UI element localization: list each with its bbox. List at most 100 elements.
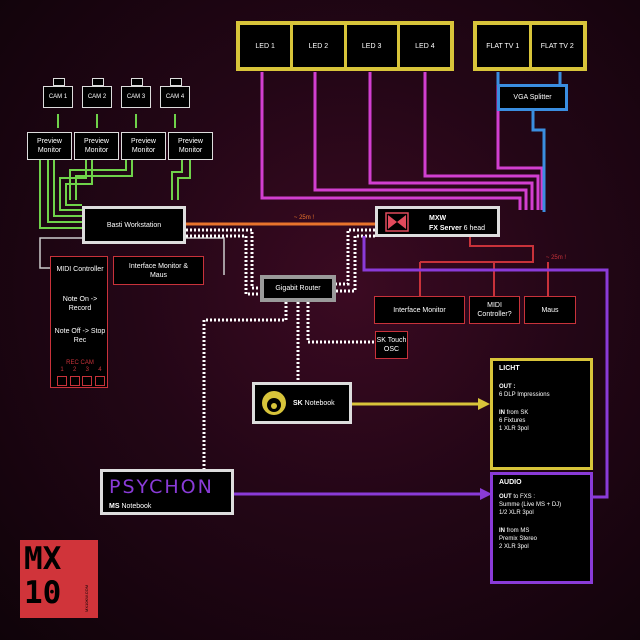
- rec-pad: [57, 376, 67, 386]
- preview-monitor: Preview Monitor: [121, 132, 166, 160]
- audio-title: AUDIO: [499, 479, 522, 486]
- network-cables: [186, 228, 375, 474]
- logo-side-text: MX10KW.COM: [84, 584, 89, 612]
- licht-in-line: 1 XLR 3pol: [499, 426, 529, 432]
- basti-workstation: Basti Workstation: [82, 206, 186, 244]
- pad-number: 4: [98, 367, 102, 373]
- rec-pad: [69, 376, 80, 386]
- fx-server-heads: 6 head: [463, 225, 486, 232]
- midi-title: MIDI Controller: [56, 266, 104, 273]
- led-wall: LED 1 LED 2 LED 3 LED 4: [236, 21, 454, 71]
- led-cables: [260, 72, 540, 210]
- licht-out-label: OUT :: [499, 384, 516, 390]
- led-2-cable: [313, 72, 528, 210]
- flat-tv-group: FLAT TV 1 FLAT TV 2: [473, 21, 587, 71]
- ms-notebook-type: Notebook: [119, 503, 152, 510]
- camera-4: CAM 4: [160, 78, 192, 114]
- led-4-cable: [423, 72, 540, 210]
- led-panel: LED 3: [346, 25, 397, 67]
- licht-out-line: 6 DLP Impressions: [499, 392, 550, 398]
- pad-number: 2: [72, 367, 77, 373]
- midi-controller-right: MIDI Controller?: [469, 296, 520, 324]
- camera-2: CAM 2: [82, 78, 114, 114]
- rec-pad: [94, 376, 105, 386]
- camera-label: CAM 4: [160, 86, 190, 108]
- camera-lens-icon: [92, 78, 104, 86]
- camera-lens-icon: [170, 78, 182, 86]
- sk-notebook-label: SK Notebook: [293, 400, 335, 407]
- licht-in-line-header: IN from SK: [499, 409, 584, 417]
- licht-in-source: from SK: [505, 410, 529, 416]
- ms-notebook-label: MS Notebook: [109, 503, 151, 510]
- camera-3: CAM 3: [121, 78, 153, 114]
- audio-in-line: Premix Stereo: [499, 536, 538, 542]
- fx-server-name: MXW: [429, 215, 447, 222]
- audio-in-line-header: IN from MS: [499, 527, 584, 535]
- mxw-logo-icon: [385, 212, 409, 232]
- midi-controller-left: MIDI Controller Note On -> Record Note O…: [50, 256, 108, 388]
- vga-splitter: VGA Splitter: [497, 84, 568, 111]
- led-panel: LED 1: [240, 25, 291, 67]
- preview-monitor: Preview Monitor: [27, 132, 72, 160]
- licht-in-label: IN: [499, 410, 505, 416]
- audio-cables: [234, 236, 609, 500]
- led-panel: LED 4: [399, 25, 450, 67]
- sk-notebook-type: Notebook: [302, 400, 335, 407]
- led-3-cable: [368, 72, 534, 210]
- server-peripheral-cables: [419, 237, 549, 296]
- camera-lens-icon: [53, 78, 65, 86]
- note-off-text: Note Off -> Stop Rec: [54, 328, 106, 344]
- psychon-logo: PSYCHON: [109, 476, 214, 498]
- mx10-logo: MX 10 MX10KW.COM: [20, 540, 98, 618]
- audio-in-source: from MS: [505, 528, 530, 534]
- audio-out-label: OUT: [499, 494, 512, 500]
- gigabit-router: Gigabit Router: [260, 275, 336, 302]
- camera-cables: [39, 114, 191, 229]
- flat-tv: FLAT TV 2: [531, 25, 583, 67]
- audio-in-line: 2 XLR 3pol: [499, 544, 529, 550]
- audio-panel: AUDIO OUT to FXS : Summe (Live MS + DJ) …: [490, 472, 593, 584]
- interface-monitor-maus-left: Interface Monitor & Maus: [113, 256, 204, 285]
- logo-line-2: 10: [24, 575, 62, 611]
- ms-notebook: PSYCHON MS Notebook: [100, 469, 234, 515]
- ms-notebook-owner: MS: [109, 503, 120, 510]
- interface-monitor-right: Interface Monitor: [374, 296, 465, 324]
- camera-1: CAM 1: [43, 78, 75, 114]
- fx-server-title: FX Server: [429, 225, 462, 232]
- logo-line-1: MX: [24, 541, 62, 577]
- led-1-cable: [260, 72, 522, 210]
- rec-pad-numbers: 1 2 3 4: [57, 367, 105, 375]
- fx-server: MXW FX Server 6 head: [375, 206, 500, 237]
- audio-out-target: to FXS :: [511, 494, 536, 500]
- rec-pads: [57, 376, 105, 386]
- distance-label-cable: ~ 25m !: [293, 214, 315, 221]
- fx-server-subtitle: FX Server 6 head: [429, 225, 485, 232]
- flat-tv: FLAT TV 1: [477, 25, 529, 67]
- audio-out-line-header: OUT to FXS :: [499, 493, 584, 501]
- rec-pad: [82, 376, 93, 386]
- light-cable: [352, 398, 490, 410]
- licht-title: LICHT: [499, 365, 520, 372]
- distance-label-server: ~ 25m !: [545, 254, 567, 261]
- audio-out-line: 1/2 XLR 3pol: [499, 510, 534, 516]
- audio-out-line: Summe (Live MS + DJ): [499, 502, 562, 508]
- licht-panel: LICHT OUT : 6 DLP Impressions IN from SK…: [490, 358, 593, 470]
- note-on-text: Note On -> Record: [62, 296, 98, 312]
- camera-lens-icon: [131, 78, 143, 86]
- sk-logo-icon: [262, 391, 286, 415]
- camera-label: CAM 3: [121, 86, 151, 108]
- pad-number: 1: [60, 367, 64, 373]
- camera-label: CAM 1: [43, 86, 73, 108]
- licht-in-line: 6 Fixtures: [499, 418, 526, 424]
- sk-notebook: SK Notebook: [252, 382, 352, 424]
- vga-out-cable: [531, 110, 546, 212]
- sk-notebook-owner: SK: [293, 400, 303, 407]
- rec-cam-label: REC CAM: [66, 360, 94, 366]
- pad-number: 3: [85, 367, 89, 373]
- preview-monitor: Preview Monitor: [74, 132, 119, 160]
- camera-label: CAM 2: [82, 86, 112, 108]
- led-panel: LED 2: [293, 25, 344, 67]
- vga-cables: [496, 72, 562, 212]
